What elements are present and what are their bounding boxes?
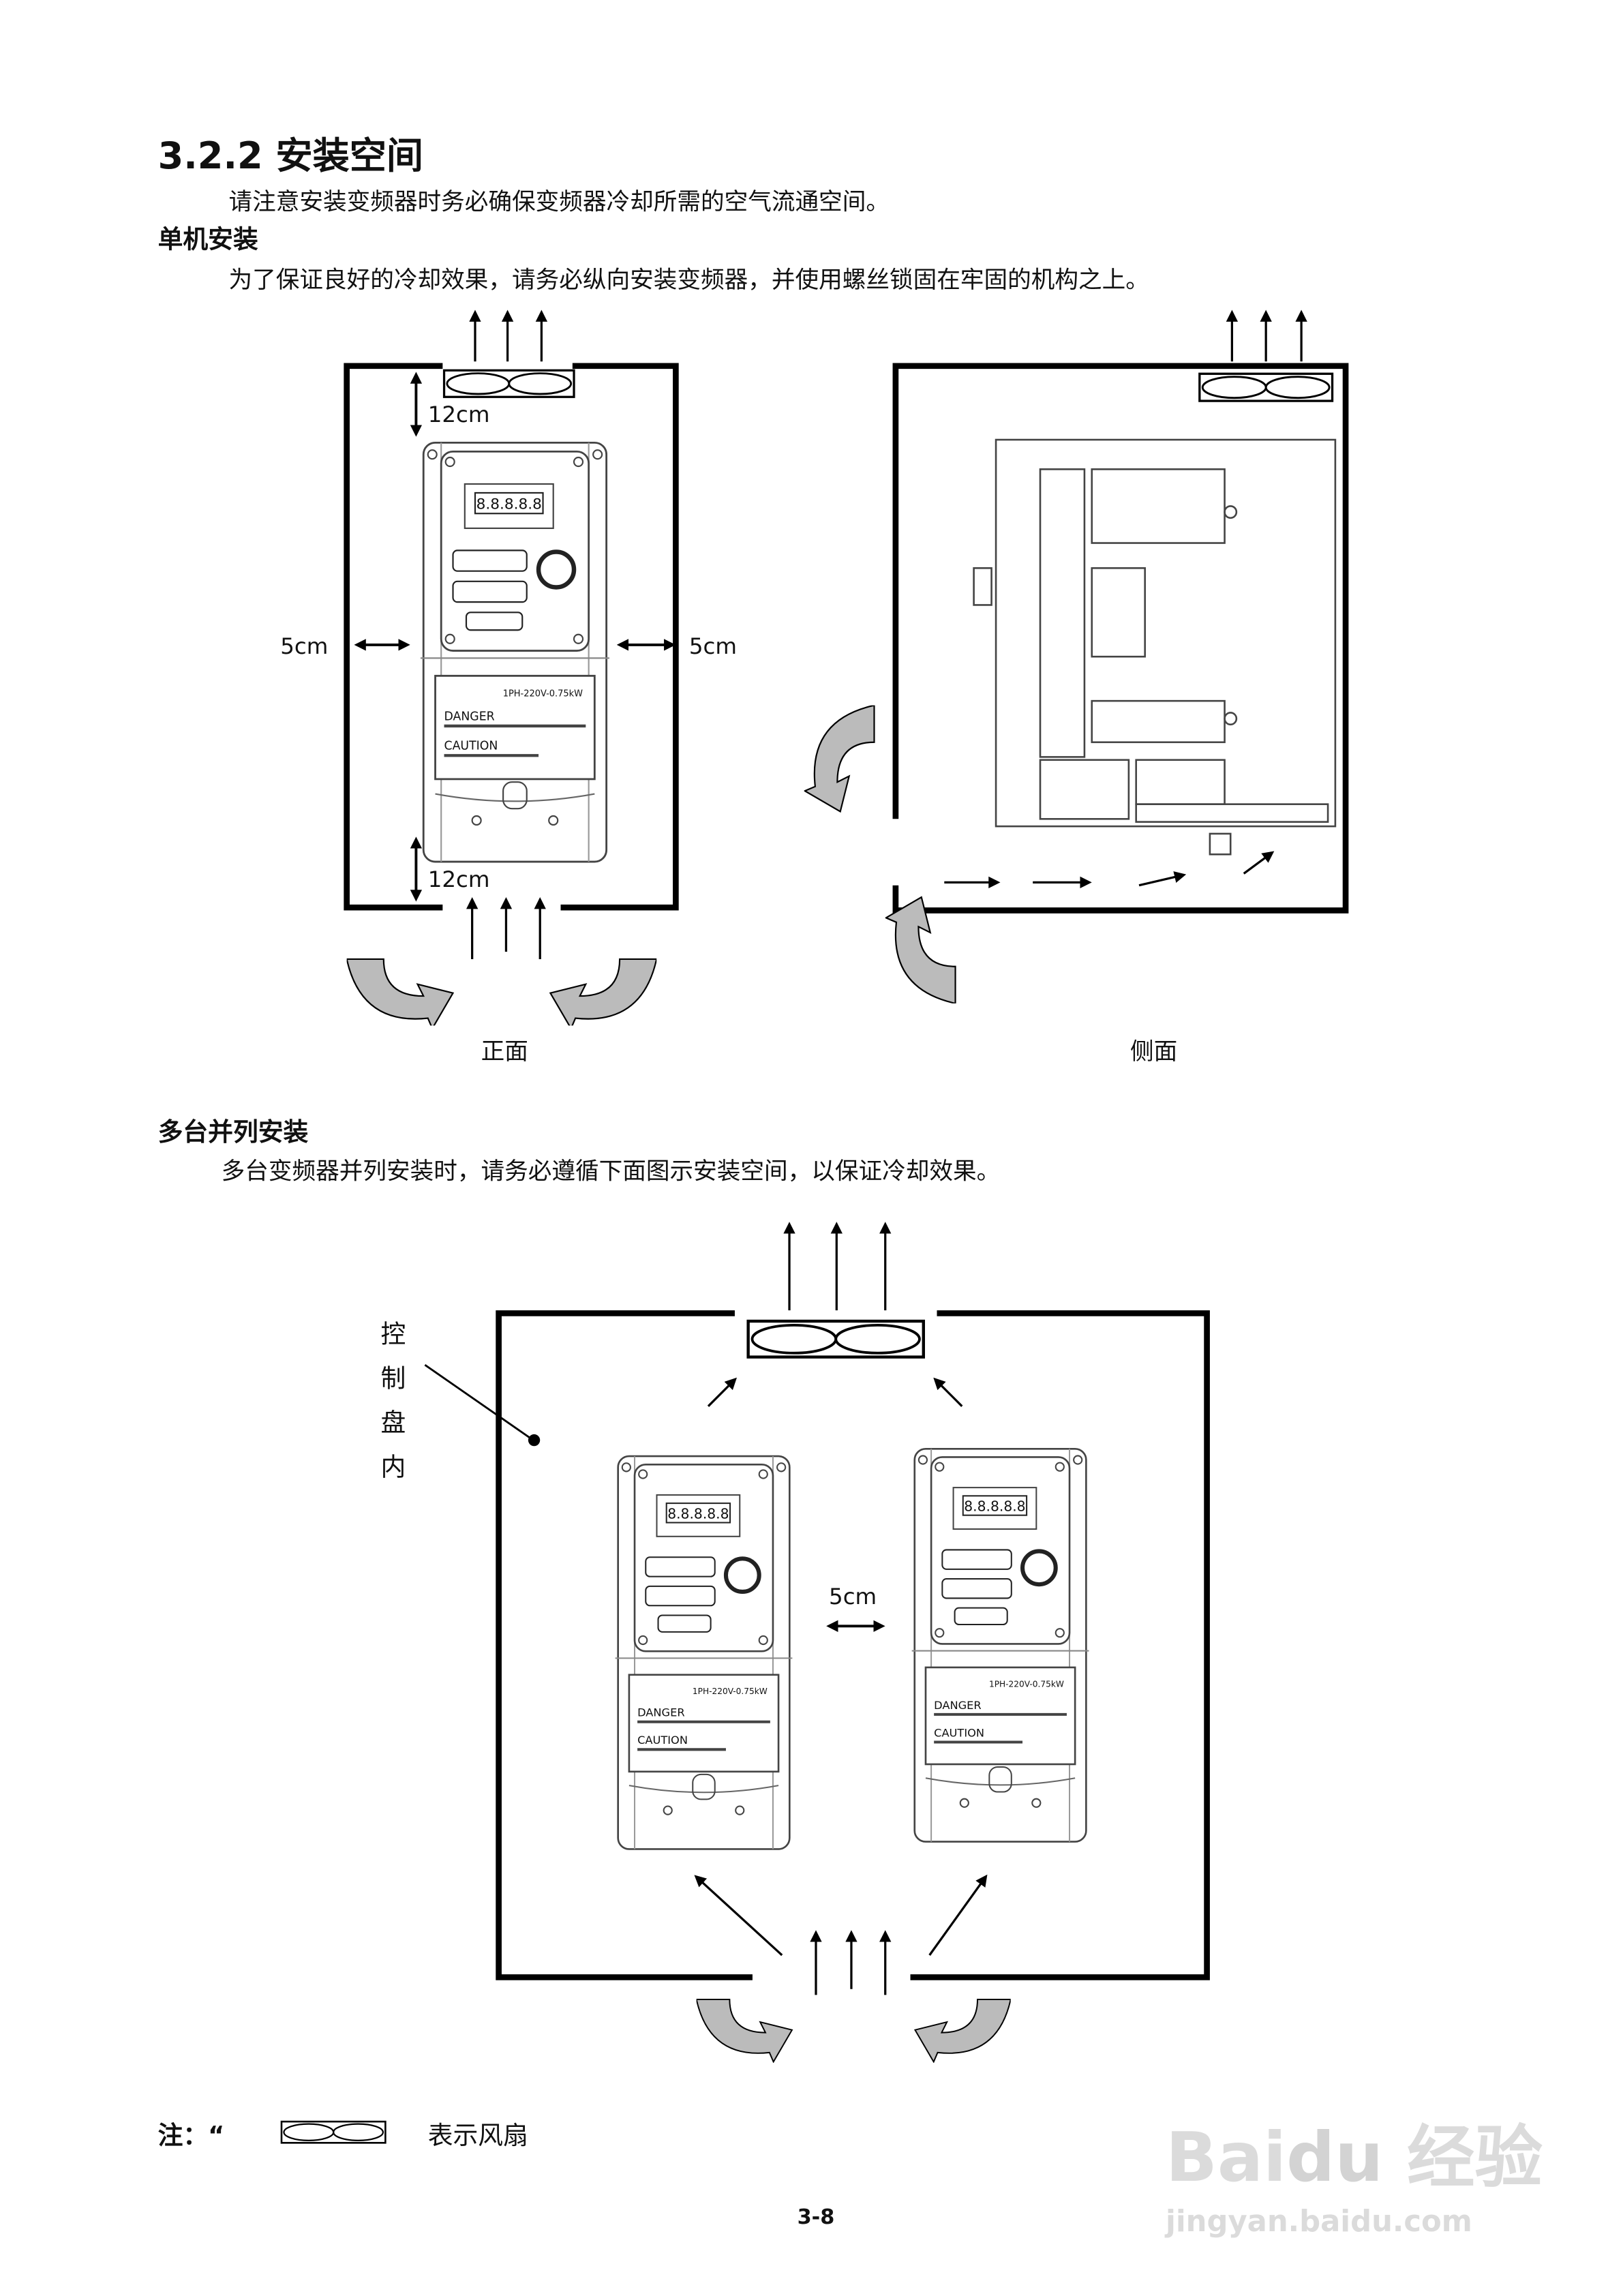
- device-danger: DANGER: [637, 1706, 685, 1719]
- panel-label-4: 内: [380, 1453, 406, 1482]
- device-display: 8.8.8.8.8: [476, 496, 542, 513]
- panel-label-3: 盘: [380, 1408, 406, 1438]
- device-rating: 1PH-220V-0.75kW: [693, 1687, 768, 1696]
- right-gap-label: 5cm: [689, 633, 737, 659]
- drive-left-labels: 8.8.8.8.8 1PH-220V-0.75kW DANGER CAUTION: [637, 1505, 768, 1747]
- device-danger: DANGER: [934, 1699, 982, 1712]
- fan-icon: [442, 369, 575, 398]
- device-rating: 1PH-220V-0.75kW: [989, 1679, 1064, 1689]
- panel-label-2: 制: [380, 1364, 406, 1393]
- device-caution: CAUTION: [444, 740, 498, 753]
- note-suffix: 表示风扇: [428, 2121, 528, 2150]
- device-danger: DANGER: [444, 710, 495, 723]
- section-title: 3.2.2 安装空间: [158, 134, 423, 177]
- panel-label-1: 控: [380, 1320, 406, 1349]
- device-display: 8.8.8.8.8: [964, 1498, 1025, 1515]
- airflow-curve-icon: [549, 958, 657, 1026]
- parallel-gap-label: 5cm: [829, 1584, 877, 1610]
- device-rating: 1PH-220V-0.75kW: [503, 689, 583, 699]
- intro-text: 请注意安装变频器时务必确保变频器冷却所需的空气流通空间。: [229, 188, 890, 215]
- side-caption: 侧面: [1130, 1038, 1177, 1066]
- multi-heading: 多台并列安装: [158, 1117, 309, 1147]
- airflow-curve-icon: [914, 1998, 1011, 2063]
- top-gap-label: 12cm: [428, 402, 490, 427]
- fan-icon: [748, 1321, 924, 1357]
- front-caption: 正面: [481, 1038, 528, 1066]
- airflow-curve-icon: [696, 1998, 793, 2063]
- drive-front-labels: 8.8.8.8.8 1PH-220V-0.75kW DANGER CAUTION: [444, 496, 583, 753]
- multi-text: 多台变频器并列安装时，请务必遵循下面图示安装空间，以保证冷却效果。: [222, 1158, 1001, 1185]
- drive-side: [973, 438, 1337, 856]
- fan-icon: [1200, 374, 1333, 401]
- page-number: 3-8: [798, 2205, 835, 2229]
- drive-right-labels: 8.8.8.8.8 1PH-220V-0.75kW DANGER CAUTION: [934, 1498, 1064, 1740]
- airflow-curve-icon: [346, 958, 454, 1026]
- left-gap-label: 5cm: [280, 633, 328, 659]
- device-caution: CAUTION: [934, 1726, 984, 1739]
- device-display: 8.8.8.8.8: [667, 1505, 729, 1522]
- bottom-gap-label: 12cm: [428, 866, 490, 892]
- single-heading: 单机安装: [158, 225, 258, 254]
- airflow-curve-icon: [804, 705, 875, 813]
- baidu-watermark: Baidu 经验 jingyan.baidu.com: [1164, 2119, 1543, 2239]
- fan-legend-icon: [280, 2120, 387, 2145]
- front-view-diagram: 8.8.8.8.8 1PH-220V-0.75kW DANGER CAUTION…: [280, 309, 737, 1066]
- single-text: 为了保证良好的冷却效果，请务必纵向安装变频器，并使用螺丝锁固在牢固的机构之上。: [229, 267, 1149, 294]
- multi-install-diagram: 8.8.8.8.8 1PH-220V-0.75kW DANGER CAUTION…: [380, 1222, 1210, 2063]
- note-prefix: 注：“: [158, 2121, 225, 2150]
- device-caution: CAUTION: [637, 1734, 688, 1747]
- side-view-diagram: 侧面: [804, 309, 1349, 1066]
- watermark-url: jingyan.baidu.com: [1164, 2205, 1472, 2239]
- watermark-brand: Baidu 经验: [1166, 2119, 1543, 2197]
